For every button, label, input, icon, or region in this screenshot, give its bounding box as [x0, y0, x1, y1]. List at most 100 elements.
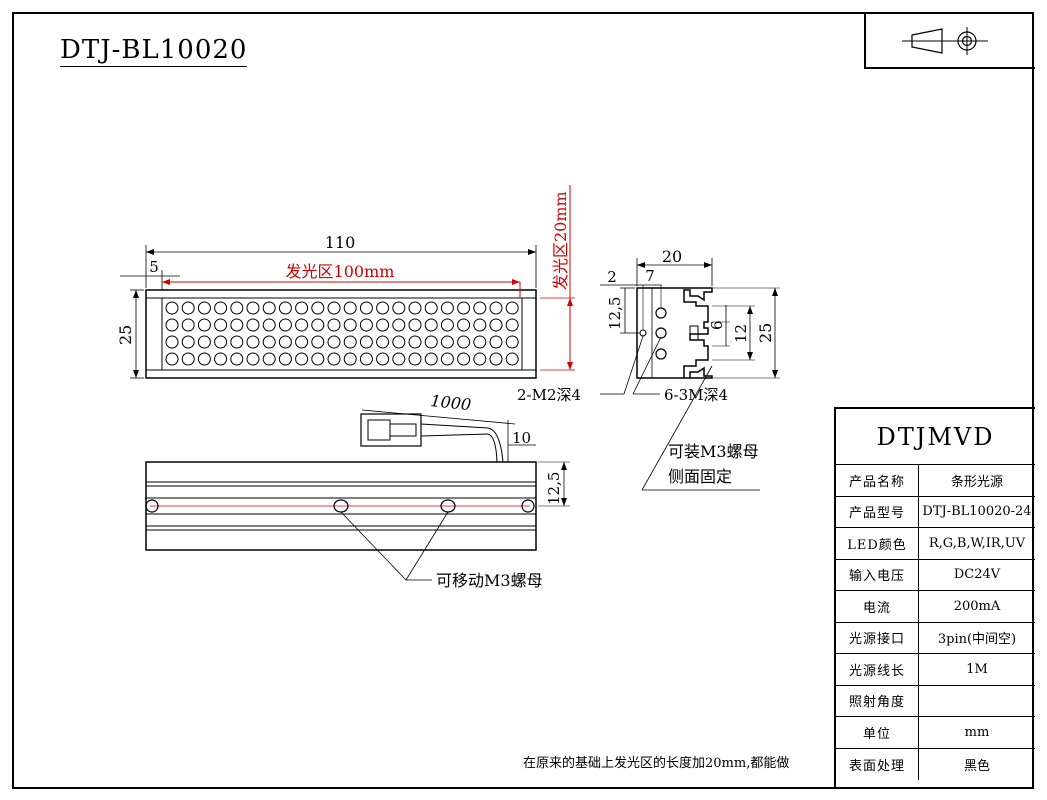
spec-value [919, 686, 1035, 717]
spec-value: R,G,B,W,IR,UV [928, 535, 1026, 551]
led-dot [230, 301, 244, 315]
led-dot [165, 352, 179, 366]
led-dot [457, 301, 471, 315]
led-dot [262, 335, 276, 349]
spec-value: 1M [966, 661, 988, 677]
led-dot [165, 318, 179, 332]
led-array [165, 301, 519, 366]
led-dot [230, 318, 244, 332]
led-dot [230, 352, 244, 366]
spec-row: 产品名称条形光源 [836, 465, 1035, 497]
led-dot [359, 318, 373, 332]
led-dot [376, 352, 390, 366]
led-dot [327, 318, 341, 332]
led-dot [278, 318, 292, 332]
led-dot [311, 352, 325, 366]
dim-emitting-width: 发光区100mm [286, 262, 395, 281]
led-dot [473, 335, 487, 349]
led-dot [181, 352, 195, 366]
led-dot [359, 352, 373, 366]
led-dot [165, 301, 179, 315]
spec-key: 电流 [836, 591, 919, 622]
led-dot [359, 301, 373, 315]
led-dot [473, 318, 487, 332]
led-dot [262, 318, 276, 332]
spec-value: 黑色 [963, 758, 990, 774]
led-dot [489, 318, 503, 332]
dim-cable-length: 1000 [430, 391, 472, 414]
led-dot [440, 352, 454, 366]
first-angle-projection-icon [902, 27, 988, 55]
led-dot [181, 335, 195, 349]
side-dim-12: 12 [732, 324, 750, 343]
led-dot [327, 352, 341, 366]
drawing-frame [12, 12, 1034, 789]
label-movable-nut: 可移动M3螺母 [436, 571, 543, 590]
led-dot [392, 301, 406, 315]
side-dim-7: 7 [645, 267, 655, 285]
led-dot [181, 318, 195, 332]
led-dot [311, 335, 325, 349]
led-dot [214, 301, 228, 315]
led-dot [295, 352, 309, 366]
led-dot [440, 335, 454, 349]
led-dot [376, 301, 390, 315]
led-dot [376, 335, 390, 349]
side-dim-12-5: 12,5 [606, 297, 624, 330]
led-dot [181, 301, 195, 315]
led-dot [424, 335, 438, 349]
spec-key: 输入电压 [836, 559, 919, 590]
led-dot [505, 301, 519, 315]
led-dot [440, 301, 454, 315]
bottom-dim-12-5: 12,5 [545, 472, 563, 505]
dim-total-width: 110 [325, 233, 356, 252]
led-dot [230, 335, 244, 349]
led-dot [408, 318, 422, 332]
projection-symbol-box [864, 12, 1035, 69]
front-view: 110 5 发光区100mm 发光区20mm 25 [116, 185, 575, 379]
led-dot [489, 352, 503, 366]
led-dot [197, 335, 211, 349]
led-dot [376, 318, 390, 332]
led-dot [440, 318, 454, 332]
led-dot [489, 335, 503, 349]
led-dot [424, 301, 438, 315]
led-dot [262, 301, 276, 315]
spec-key: LED颜色 [836, 528, 919, 559]
led-dot [457, 318, 471, 332]
led-dot [473, 301, 487, 315]
led-dot [343, 318, 357, 332]
led-dot [246, 301, 260, 315]
led-dot [246, 352, 260, 366]
led-dot [278, 352, 292, 366]
spec-key: 单位 [836, 717, 919, 748]
dim-offset: 5 [149, 258, 159, 276]
led-dot [214, 318, 228, 332]
spec-value: mm [964, 724, 990, 740]
led-dot [165, 335, 179, 349]
led-dot [489, 301, 503, 315]
led-dot [343, 352, 357, 366]
dim-height: 25 [116, 325, 135, 345]
led-dot [214, 335, 228, 349]
spec-key: 产品型号 [836, 496, 919, 527]
led-dot [505, 352, 519, 366]
led-dot [278, 301, 292, 315]
led-dot [295, 318, 309, 332]
led-dot [246, 318, 260, 332]
led-dot [408, 352, 422, 366]
led-dot [505, 335, 519, 349]
led-dot [505, 318, 519, 332]
led-dot [327, 335, 341, 349]
side-dim-2: 2 [607, 268, 617, 286]
side-dim-6: 6 [708, 320, 726, 330]
led-dot [392, 318, 406, 332]
led-dot [457, 352, 471, 366]
led-dot [473, 352, 487, 366]
led-dot [343, 335, 357, 349]
